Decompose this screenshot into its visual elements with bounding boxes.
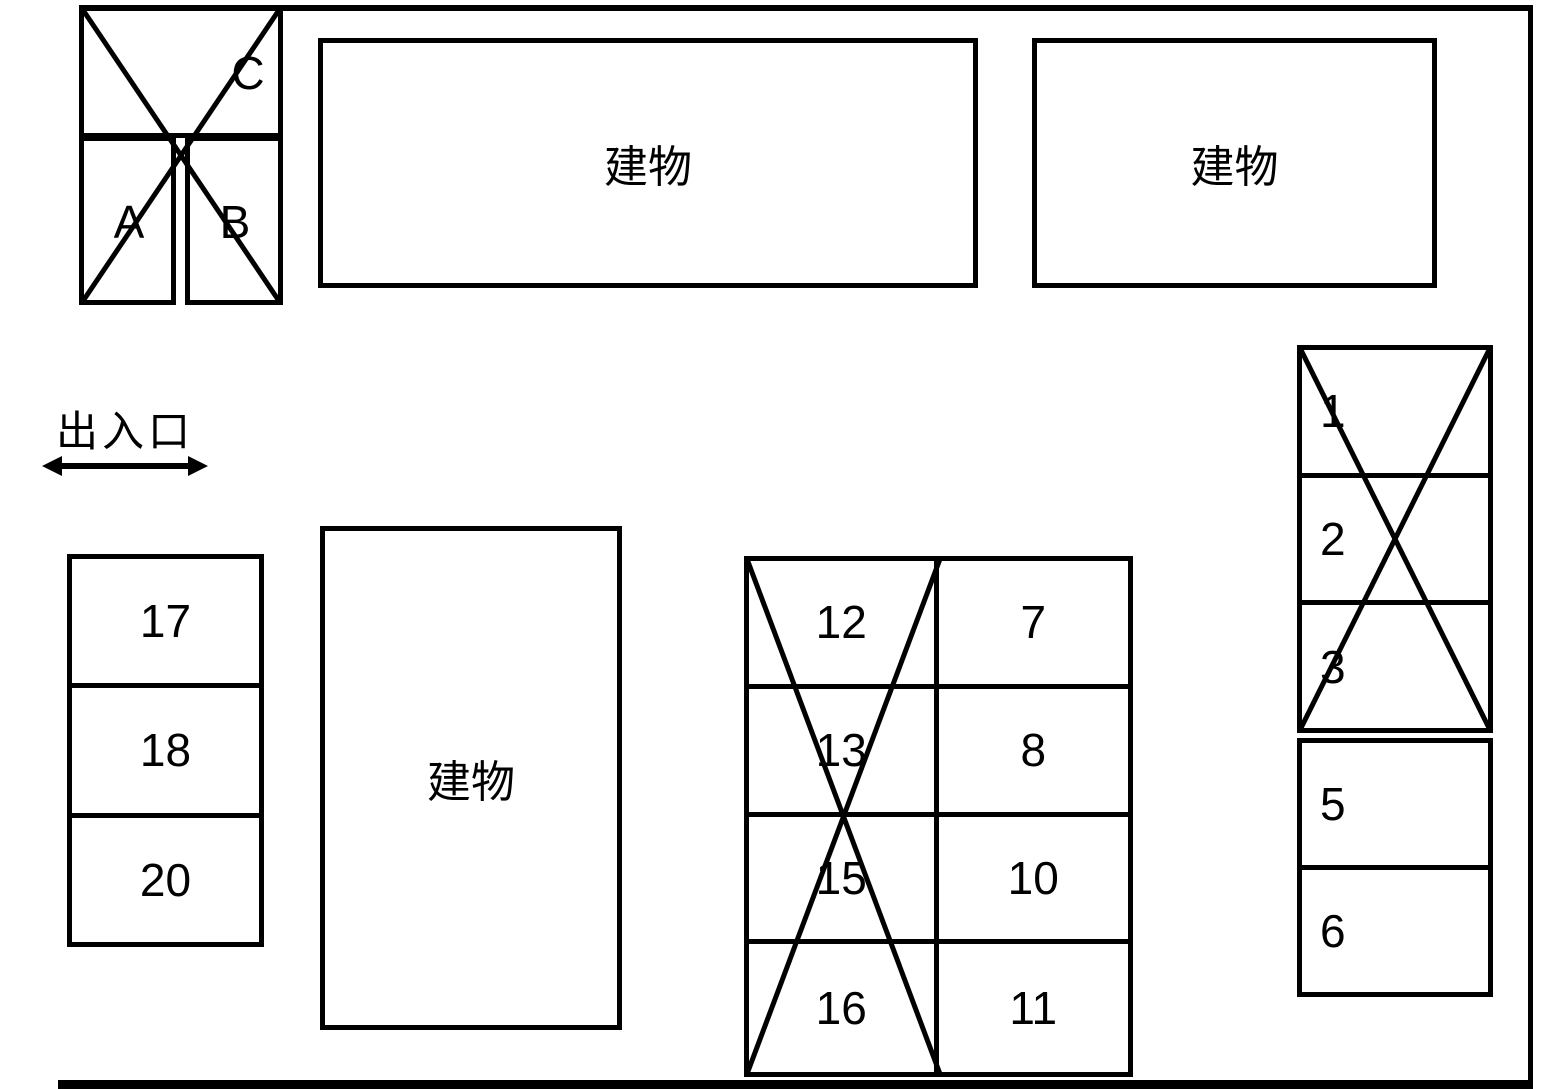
space-10: 10 — [938, 817, 1128, 945]
space-12: 12 — [749, 561, 939, 689]
parking-group-center: 12 7 13 8 15 10 16 11 — [744, 556, 1133, 1077]
space-A-label: A — [113, 196, 145, 248]
space-7: 7 — [938, 561, 1128, 689]
site-border-right — [1528, 5, 1533, 1089]
entrance-label: 出入口 — [56, 408, 195, 455]
building-top-center-label: 建物 — [604, 143, 692, 192]
space-18: 18 — [72, 688, 259, 818]
space-1: 1 — [1302, 350, 1488, 478]
site-border-top — [79, 5, 1533, 11]
space-3: 3 — [1320, 640, 1346, 693]
space-17: 17 — [72, 559, 259, 689]
parking-group-right-upper: 1 2 3 — [1297, 345, 1493, 733]
space-20: 20 — [139, 853, 192, 906]
space-5: 5 — [1302, 743, 1488, 870]
parking-group-abc: C A B — [79, 6, 283, 305]
space-C-label: C — [231, 47, 265, 99]
building-top-center: 建物 — [318, 38, 978, 288]
space-6: 6 — [1320, 905, 1346, 957]
space-8: 8 — [938, 689, 1128, 817]
parking-group-right-lower: 5 6 — [1297, 738, 1493, 997]
space-B-label: B — [219, 196, 251, 248]
building-middle-label: 建物 — [427, 758, 515, 807]
space-2: 2 — [1302, 478, 1488, 606]
space-11: 11 — [1009, 982, 1058, 1035]
building-middle: 建物 — [320, 526, 622, 1030]
building-top-right-label: 建物 — [1190, 143, 1279, 192]
parking-group-left: 17 18 20 — [67, 554, 264, 947]
space-16: 16 — [749, 944, 939, 1072]
building-top-right: 建物 — [1032, 38, 1437, 288]
site-border-bottom — [58, 1080, 1533, 1089]
space-13: 13 — [749, 688, 939, 817]
space-15: 15 — [749, 816, 939, 945]
